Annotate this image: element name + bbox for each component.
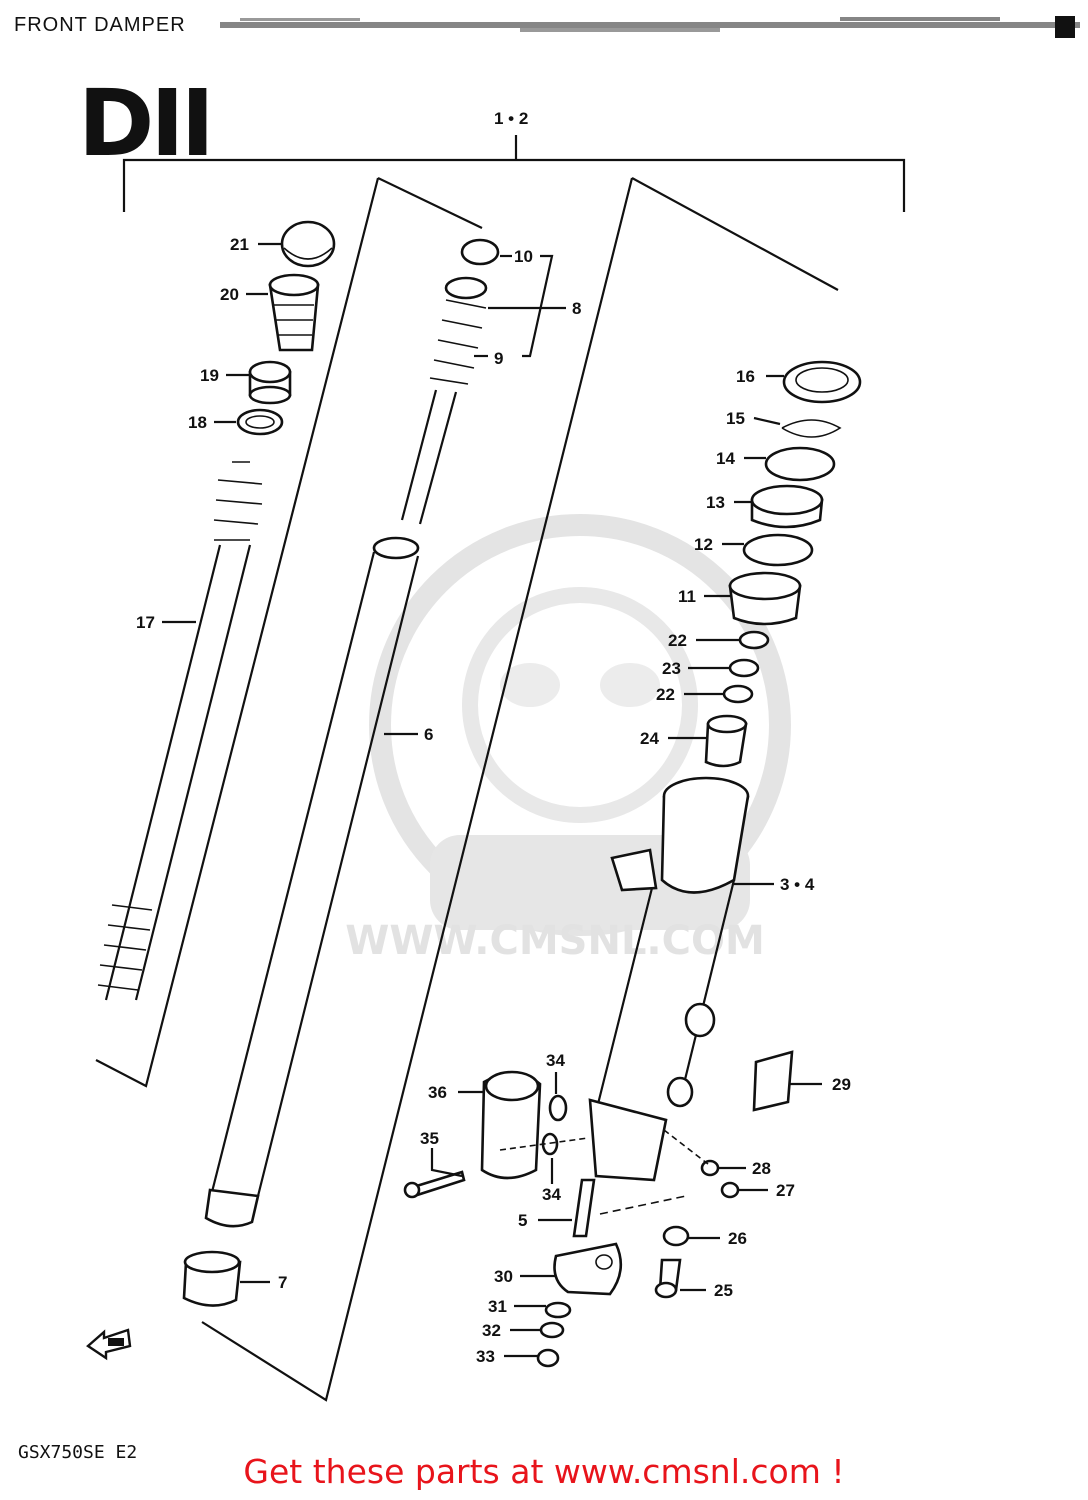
part-30-clamp (553, 1242, 623, 1296)
front-arrow-icon (86, 1328, 132, 1361)
header-noise-band (220, 16, 1080, 38)
callout-11: 11 (678, 587, 696, 606)
callout-9: 9 (494, 349, 503, 368)
part-3-4-outer-tube (588, 776, 750, 1182)
part-12-washer (742, 533, 814, 567)
callout-12: 12 (694, 535, 713, 554)
callout-25: 25 (714, 1281, 733, 1300)
callout-30: 30 (494, 1267, 513, 1286)
part-15-clip (781, 419, 842, 438)
part-8-9-rod-spring (400, 276, 488, 525)
part-21-cap (280, 220, 336, 268)
part-26-washer (662, 1225, 690, 1247)
part-17-spring (97, 461, 263, 1001)
part-31-33-hardware (536, 1301, 572, 1368)
callout-20: 20 (220, 285, 239, 304)
part-5-stud (572, 1178, 596, 1238)
part-14-seal (764, 446, 836, 482)
callout-labels: 1 • 2 21 20 19 18 17 10 8 9 6 7 16 15 14… (136, 109, 851, 1366)
part-27-screw (720, 1181, 740, 1199)
callout-34a: 34 (546, 1051, 565, 1070)
part-13-seal (750, 484, 824, 529)
part-11-bushing (728, 571, 802, 626)
model-code: GSX750SE E2 (18, 1442, 138, 1463)
group-outline-left (95, 177, 483, 1088)
part-18-washer (236, 408, 284, 436)
part-36-bracket (480, 1070, 542, 1180)
callout-26: 26 (728, 1229, 747, 1248)
callout-33: 33 (476, 1347, 495, 1366)
callout-22b: 22 (656, 685, 675, 704)
part-34-spacers (541, 1094, 568, 1156)
callout-5: 5 (518, 1211, 527, 1230)
callout-31: 31 (488, 1297, 507, 1316)
callout-19: 19 (200, 366, 219, 385)
callout-18: 18 (188, 413, 207, 432)
callout-32: 32 (482, 1321, 501, 1340)
callout-6: 6 (424, 725, 433, 744)
part-20-bolt (268, 273, 320, 352)
part-7-bushing (182, 1250, 242, 1307)
callout-27: 27 (776, 1181, 795, 1200)
cms-logo-icon (369, 514, 791, 936)
callout-24: 24 (640, 729, 659, 748)
watermark-text: WWW.CMSNL.COM (345, 918, 765, 964)
callout-1-2: 1 • 2 (494, 109, 528, 128)
callout-28: 28 (752, 1159, 771, 1178)
callout-15: 15 (726, 409, 745, 428)
callout-29: 29 (832, 1075, 851, 1094)
callout-13: 13 (706, 493, 725, 512)
callout-7: 7 (278, 1273, 287, 1292)
group-outline-middle (201, 177, 839, 1402)
part-25-bolt (654, 1258, 682, 1299)
promo-text: Get these parts at www.cmsnl.com ! (243, 1452, 845, 1491)
part-16-seal (782, 360, 862, 404)
assembly-bracket-1-2 (122, 135, 906, 212)
part-24-piece (704, 714, 748, 768)
callout-10: 10 (514, 247, 533, 266)
callout-17: 17 (136, 613, 155, 632)
callout-8: 8 (572, 299, 581, 318)
part-6-inner-tube (204, 536, 420, 1228)
part-19-spacer (248, 360, 292, 405)
callout-36: 36 (428, 1083, 447, 1102)
diagram-header-title: FRONT DAMPER (14, 14, 186, 36)
part-22-23-washers (722, 630, 770, 704)
leader-lines (162, 242, 822, 1358)
callout-3-4: 3 • 4 (780, 875, 815, 894)
part-29-label (752, 1050, 794, 1112)
callout-34b: 34 (542, 1185, 561, 1204)
callout-21: 21 (230, 235, 249, 254)
callout-35: 35 (420, 1129, 439, 1148)
callout-22a: 22 (668, 631, 687, 650)
part-28-nut (700, 1159, 720, 1177)
callout-14: 14 (716, 449, 735, 468)
part-35-bolt (403, 1170, 466, 1199)
callout-23: 23 (662, 659, 681, 678)
part-10-ring (460, 238, 500, 266)
callout-16: 16 (736, 367, 755, 386)
